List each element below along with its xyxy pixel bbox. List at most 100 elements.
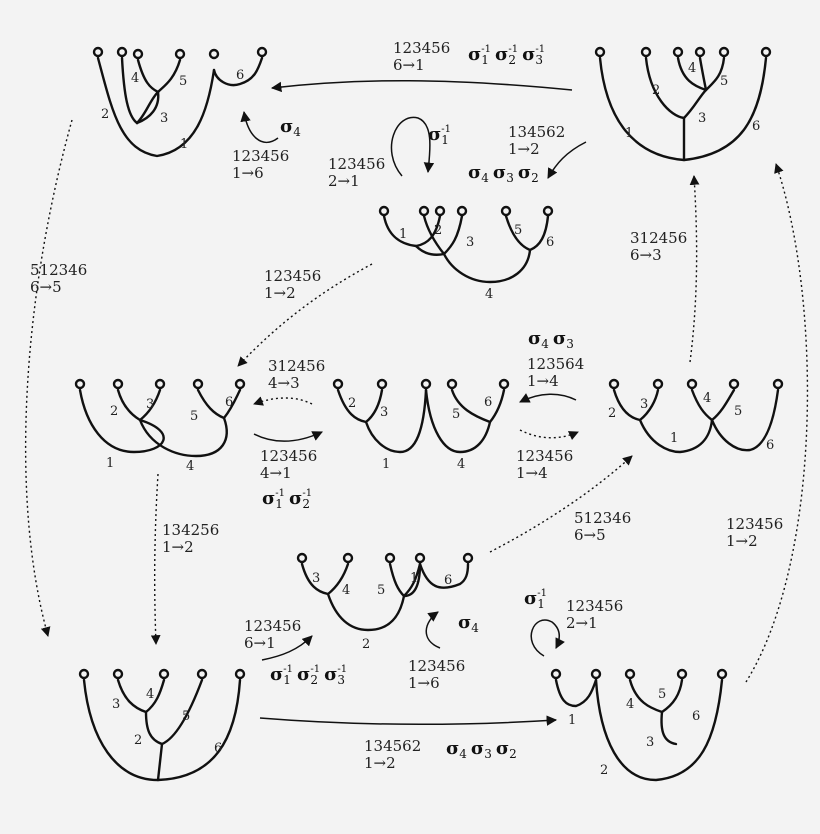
t1-label-b: 5 <box>179 74 187 89</box>
t1-label-e: 3 <box>160 111 168 126</box>
t9-label-b: 4 <box>626 697 634 712</box>
t8-label-c: 5 <box>182 709 190 724</box>
t4-label-d: 6 <box>225 395 233 410</box>
loop-top-left <box>240 110 279 144</box>
tree-top-center: 1 2 3 5 6 4 <box>378 205 554 302</box>
t6-label-f: 6 <box>766 438 774 453</box>
label-bottom-right-loop: 123456 2→1 <box>566 597 624 632</box>
t6-label-b: 3 <box>640 397 648 412</box>
label-center-to-left: 123456 1→2 <box>264 267 322 302</box>
loop-bottom-right <box>530 619 565 657</box>
t8-label-e: 6 <box>214 741 222 756</box>
op-top-left-loop: σ 4 <box>280 116 305 139</box>
dotted-mid-right-up <box>689 175 700 363</box>
t5-label-b: 3 <box>380 405 388 420</box>
t6-label-c: 4 <box>703 391 711 406</box>
label-top-right-to-center: 134562 1→2 <box>508 123 566 158</box>
op-bottom-center-loop: σ 4 <box>458 612 483 635</box>
t1-label-d: 2 <box>101 107 109 122</box>
t1-label-c: 6 <box>236 68 244 83</box>
arrow-mid-center-to-left <box>253 431 323 442</box>
dotted-mid-center-to-right <box>519 429 579 441</box>
dotted-bottom-right-up <box>745 163 809 683</box>
t3-label-d: 5 <box>514 223 522 238</box>
label-bottom-arrow: 134562 1→2 <box>364 737 422 772</box>
sigma-symbol: σ 4 <box>446 738 467 761</box>
dotted-top-left-to-bottom-left <box>24 119 73 637</box>
label-mid-right-lower: 123456 1→4 <box>516 447 574 482</box>
sigma-symbol: σ 4 <box>280 116 301 139</box>
t3-label-e: 6 <box>546 235 554 250</box>
t3-label-f: 4 <box>485 287 493 302</box>
label-lower-center-up: 512346 6→5 <box>574 509 632 544</box>
tree-bottom-left: 3 4 5 2 6 <box>78 668 246 782</box>
loop-bottom-center <box>425 611 441 649</box>
sigma-symbol: σ 4 <box>458 612 479 635</box>
t1-label-a: 4 <box>131 71 139 86</box>
sigma-symbol: σ 3 <box>470 738 492 761</box>
t9-label-e: 3 <box>646 735 654 750</box>
tree-middle-left: 2 3 5 6 1 4 <box>74 378 246 474</box>
label-mid-left-upper: 312456 4→3 <box>268 357 326 392</box>
t8-label-a: 3 <box>112 697 120 712</box>
t7-label-d: 1 <box>410 571 418 586</box>
label-self-loop-top-left: 123456 1→6 <box>232 147 290 182</box>
dotted-mid-center-to-left-upper <box>253 396 313 406</box>
label-self-loop-top-center: 123456 2→1 <box>328 155 386 190</box>
t9-label-c: 5 <box>658 687 666 702</box>
t8-label-d: 2 <box>134 733 142 748</box>
label-mid-left-lower: 123456 4→1 <box>260 447 318 482</box>
t7-label-c: 5 <box>377 583 385 598</box>
tree-bottom-right: 1 4 5 6 3 2 <box>550 668 728 782</box>
t3-label-c: 3 <box>466 235 474 250</box>
label-top-arrow: 123456 6→1 <box>393 39 451 74</box>
label-left-side: 512346 6→5 <box>30 261 88 296</box>
t6-label-d: 5 <box>734 404 742 419</box>
tree-lower-center: 3 4 5 1 6 2 <box>296 552 474 652</box>
t2-label-f: 6 <box>752 119 760 134</box>
t4-label-c: 5 <box>190 409 198 424</box>
sigma-symbol: σ 4 <box>468 162 489 185</box>
sigma-symbol: σ 3 <box>552 328 574 351</box>
tree-middle-right: 2 3 4 5 1 6 <box>608 378 784 454</box>
t2-label-b: 4 <box>688 61 696 76</box>
sigma-symbol: σ 2 <box>495 738 517 761</box>
t7-label-f: 2 <box>362 637 370 652</box>
t5-label-f: 4 <box>457 457 465 472</box>
arrow-mid-right-to-center <box>519 393 577 403</box>
label-mid-right-upper: 123564 1→4 <box>527 355 585 390</box>
t7-label-e: 6 <box>444 573 452 588</box>
t6-label-e: 1 <box>670 431 678 446</box>
t3-label-a: 1 <box>399 227 407 242</box>
tree-middle-center: 2 3 5 6 1 4 <box>332 378 510 472</box>
t4-label-a: 2 <box>110 404 118 419</box>
arrow-bottom-left-to-lower-center <box>261 635 313 661</box>
t4-label-b: 3 <box>146 397 154 412</box>
arrow-top-right-to-top-left <box>270 80 573 93</box>
dotted-lower-center-to-right <box>489 455 633 553</box>
label-bottom-center-loop: 123456 1→6 <box>408 657 466 692</box>
arrow-top-right-to-center <box>547 141 587 179</box>
label-left-mid-down: 134256 1→2 <box>162 521 220 556</box>
t4-label-f: 4 <box>186 459 194 474</box>
t2-label-a: 2 <box>652 83 660 98</box>
t6-label-a: 2 <box>608 406 616 421</box>
arrow-bottom <box>259 715 558 726</box>
t1-label-f: 1 <box>180 137 188 152</box>
t9-label-d: 6 <box>692 709 700 724</box>
t7-label-b: 4 <box>342 583 350 598</box>
